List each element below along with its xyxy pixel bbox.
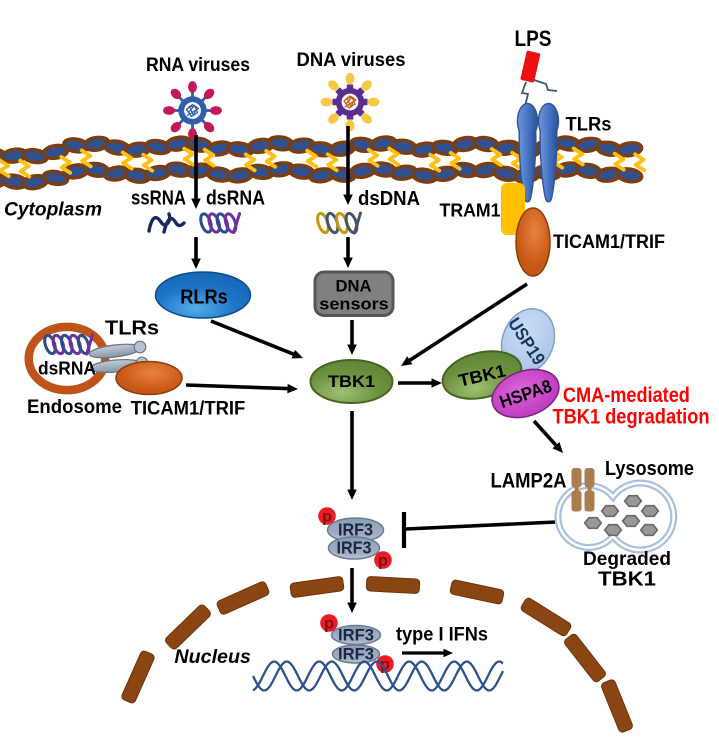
svg-text:Endosome: Endosome: [27, 396, 122, 418]
svg-text:DNA: DNA: [336, 277, 372, 295]
svg-text:TLRs: TLRs: [105, 318, 159, 340]
svg-text:IRF3: IRF3: [337, 538, 372, 558]
svg-text:CMA-mediated: CMA-mediated: [563, 384, 690, 407]
svg-text:LPS: LPS: [515, 26, 552, 51]
svg-text:Degraded: Degraded: [583, 549, 671, 570]
svg-text:type I IFNs: type I IFNs: [396, 624, 488, 646]
svg-text:Nucleus: Nucleus: [174, 647, 251, 668]
svg-text:ssRNA: ssRNA: [131, 188, 186, 210]
svg-text:p: p: [378, 552, 388, 569]
svg-text:dsDNA: dsDNA: [358, 188, 420, 210]
svg-text:TBK1 degradation: TBK1 degradation: [553, 406, 710, 429]
svg-text:dsRNA: dsRNA: [38, 359, 96, 379]
svg-text:TLRs: TLRs: [566, 114, 612, 136]
svg-text:Lysosome: Lysosome: [605, 457, 694, 480]
svg-text:dsRNA: dsRNA: [206, 188, 265, 210]
svg-text:IRF3: IRF3: [338, 520, 373, 540]
svg-text:Cytoplasm: Cytoplasm: [4, 200, 102, 221]
svg-text:IRF3: IRF3: [338, 626, 374, 645]
svg-text:p: p: [324, 615, 334, 632]
svg-text:RLRs: RLRs: [180, 287, 228, 309]
svg-text:TBK1: TBK1: [328, 372, 375, 391]
svg-text:p: p: [380, 656, 390, 673]
svg-text:sensors: sensors: [319, 296, 389, 314]
svg-text:TBK1: TBK1: [598, 568, 656, 591]
svg-text:IRF3: IRF3: [338, 645, 374, 664]
svg-text:TICAM1/TRIF: TICAM1/TRIF: [553, 232, 665, 253]
svg-text:p: p: [322, 508, 332, 525]
svg-text:DNA viruses: DNA viruses: [297, 50, 406, 71]
svg-text:LAMP2A: LAMP2A: [491, 470, 567, 493]
svg-text:TRAM1: TRAM1: [440, 199, 501, 220]
svg-text:TICAM1/TRIF: TICAM1/TRIF: [131, 398, 246, 420]
svg-text:RNA viruses: RNA viruses: [146, 55, 250, 76]
